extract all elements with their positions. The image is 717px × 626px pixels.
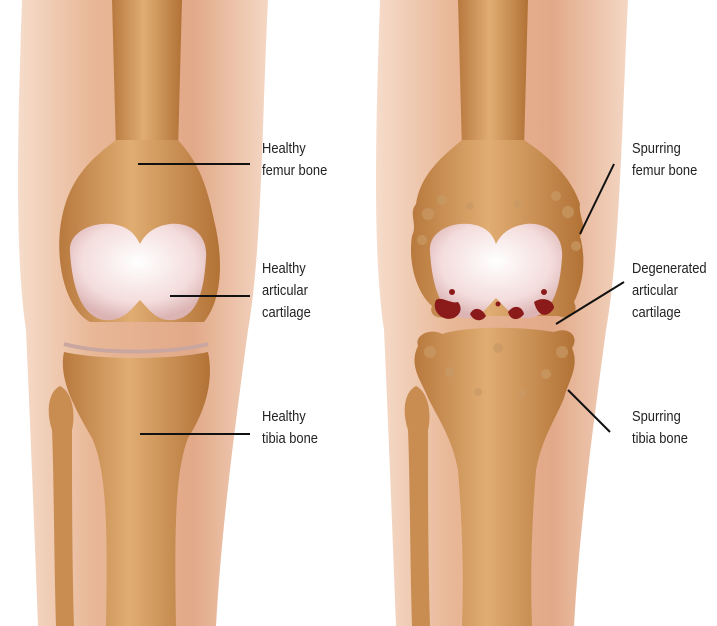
label-spurring-femur: Spurring femur bone <box>632 138 697 182</box>
label-healthy-femur: Healthy femur bone <box>262 138 327 182</box>
arthritic-knee-panel: Spurring femur bone Degenerated articula… <box>358 0 717 626</box>
label-degenerated-cartilage: Degenerated articular cartilage <box>632 258 707 324</box>
femur-shaft <box>112 0 182 150</box>
label-healthy-tibia: Healthy tibia bone <box>262 406 318 450</box>
healthy-knee-panel: Healthy femur bone Healthy articular car… <box>0 0 360 626</box>
label-spurring-tibia: Spurring tibia bone <box>632 406 688 450</box>
femur-shaft <box>458 0 528 150</box>
label-healthy-cartilage: Healthy articular cartilage <box>262 258 311 324</box>
